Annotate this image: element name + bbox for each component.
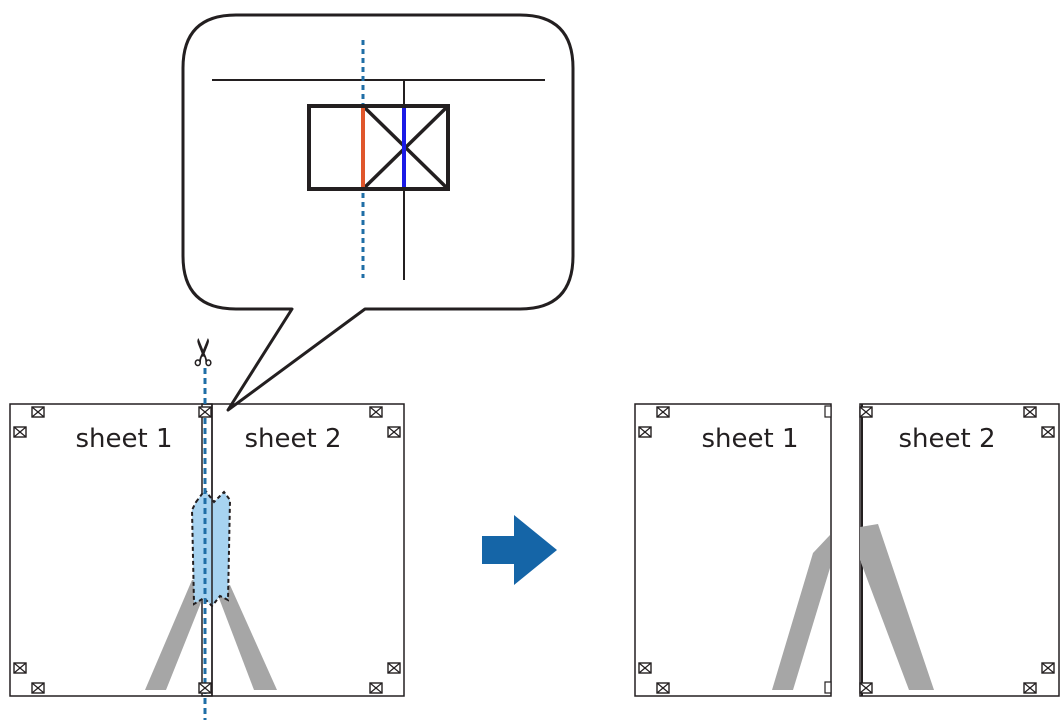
- joined-sheets: ✂ sheet 1 sheet 2: [9, 336, 405, 720]
- sheet-2-label-after: sheet 2: [898, 424, 995, 454]
- gray-shape-right-after: [860, 524, 934, 690]
- zoom-registration-box: [307, 104, 450, 191]
- overlap-area: [190, 488, 232, 608]
- separated-sheet-2: sheet 2: [859, 403, 1060, 697]
- gray-shape-left: [145, 580, 210, 690]
- gray-shape-right: [214, 585, 277, 690]
- gray-shape-left-after: [772, 535, 830, 690]
- sheet-1-label: sheet 1: [75, 424, 172, 454]
- scissors-icon: ✂: [182, 336, 226, 368]
- sheet-2-label: sheet 2: [244, 424, 341, 454]
- sheet-1-label-after: sheet 1: [701, 424, 798, 454]
- callout-bubble: [181, 13, 575, 412]
- arrow-right-icon: [482, 515, 557, 585]
- separated-sheet-1: sheet 1: [634, 403, 832, 697]
